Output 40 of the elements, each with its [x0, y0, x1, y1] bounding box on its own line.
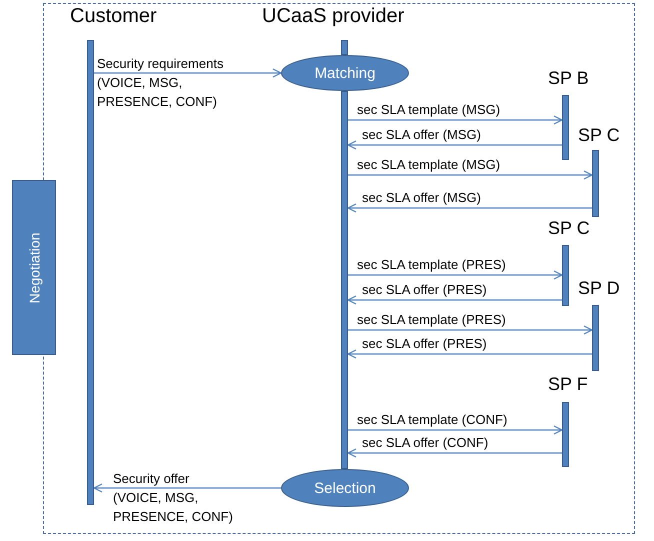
arrow: [348, 325, 593, 335]
arrow: [348, 170, 593, 180]
edge-label: sec SLA offer (MSG): [362, 189, 481, 207]
edge-label: sec SLA template (MSG): [357, 156, 500, 174]
edge-label: sec SLA offer (MSG): [362, 126, 481, 144]
edge-label: sec SLA template (MSG): [357, 101, 500, 119]
lifeline-heading: Customer: [70, 4, 157, 28]
process-ellipse: Matching: [281, 55, 409, 91]
lifeline-bar: [592, 150, 599, 217]
edge-label: Security offer (VOICE, MSG, PRESENCE, CONF): [113, 470, 234, 526]
process-box: Negotiation: [12, 180, 56, 355]
arrow: [347, 349, 592, 359]
edge-label: sec SLA template (CONF): [357, 411, 508, 429]
lifeline-bar: [562, 245, 569, 306]
arrow: [347, 448, 562, 458]
arrow: [348, 115, 563, 125]
arrow: [347, 203, 592, 213]
arrow: [348, 425, 563, 435]
lifeline-heading: SP C: [578, 125, 620, 147]
arrow: [348, 270, 563, 280]
lifeline-heading: SP F: [548, 374, 588, 396]
edge-label: sec SLA offer (CONF): [362, 434, 488, 452]
lifeline-heading: SP C: [548, 218, 590, 240]
lifeline-bar: [592, 305, 599, 371]
lifeline-heading: UCaaS provider: [262, 4, 404, 28]
lifeline-heading: SP B: [548, 68, 589, 90]
arrow: [93, 483, 281, 493]
lifeline-bar: [562, 95, 569, 160]
edge-label: sec SLA template (PRES): [357, 256, 506, 274]
edge-label: sec SLA offer (PRES): [362, 335, 487, 353]
lifeline-bar: [562, 402, 569, 467]
lifeline-heading: SP D: [578, 278, 620, 300]
process-ellipse: Selection: [281, 469, 409, 507]
arrow: [94, 68, 282, 78]
lifeline-bar: [87, 40, 94, 505]
edge-label: sec SLA template (PRES): [357, 311, 506, 329]
edge-label: Security requirements (VOICE, MSG, PRESENCE, CONF): [97, 55, 224, 111]
arrow: [347, 295, 562, 305]
edge-label: sec SLA offer (PRES): [362, 281, 487, 299]
arrow: [347, 140, 562, 150]
